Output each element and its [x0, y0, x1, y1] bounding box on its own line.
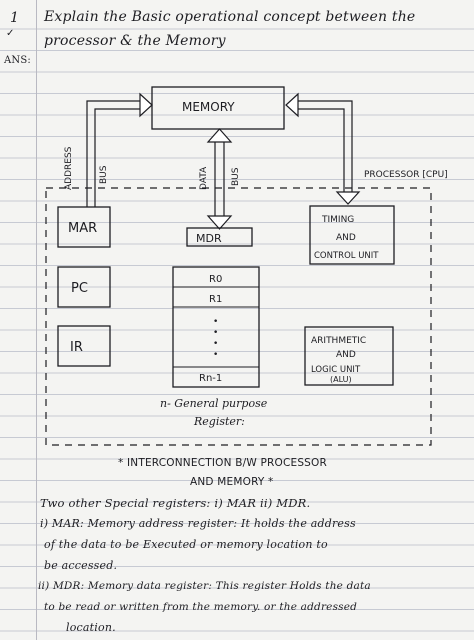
address-bus-line-a [86, 100, 140, 207]
ir-label: IR [70, 340, 83, 355]
alu-box [304, 326, 394, 386]
register-r1-label: R1 [209, 294, 222, 305]
register-dot-3: • [213, 339, 218, 349]
register-file-box [172, 266, 260, 388]
address-bus-arrowhead [139, 92, 153, 118]
notes-line-5: ii) MDR: Memory data register: This regi… [38, 580, 371, 592]
margin-line [36, 0, 37, 640]
notes-line-1: Two other Special registers: i) MAR ii) … [40, 496, 311, 510]
data-label: DATA [199, 166, 209, 190]
timing-label-line-2: AND [336, 233, 356, 243]
processor-boundary [45, 187, 432, 446]
question-text-line-2: processor & the Memory [44, 33, 226, 49]
gpr-label-line-1: n- General purpose [160, 397, 268, 410]
processor-memory-diagram: PROCESSOR [CPU] MEMORY ADDRESS BUS DATA … [45, 86, 448, 446]
pc-box [57, 266, 111, 308]
timing-control-box [309, 205, 395, 265]
data-bus-arrowhead-down [206, 215, 233, 230]
tick-mark: ✓ [6, 28, 15, 39]
notes-line-7: location. [66, 621, 116, 634]
register-rn-1-label: Rn-1 [199, 373, 222, 384]
register-r0-label: R0 [209, 274, 222, 285]
mdr-box [186, 227, 253, 247]
alu-label-line-2: AND [336, 350, 356, 360]
control-bus-arrowhead-left [285, 92, 299, 118]
bus-label-left: BUS [99, 165, 109, 184]
timing-label-line-3: CONTROL UNIT [314, 251, 379, 261]
notes-line-3: of the data to be Executed or memory loc… [44, 538, 328, 551]
gpr-label-line-2: Register: [193, 415, 245, 428]
control-bus-arrowhead-down [335, 191, 361, 205]
data-bus-arrowhead-up [206, 128, 233, 143]
register-dot-2: • [213, 328, 218, 338]
caption-line-1: * INTERCONNECTION B/W PROCESSOR [118, 457, 328, 469]
register-dot-4: • [213, 350, 218, 360]
memory-box [151, 86, 285, 130]
alu-label-line-4: (ALU) [330, 375, 352, 384]
register-dot-1: • [213, 317, 218, 327]
question-number: 1 [10, 10, 20, 26]
question-text-line-1: Explain the Basic operational concept be… [44, 9, 416, 25]
caption-line-2: AND MEMORY * [190, 476, 274, 488]
ir-box [57, 325, 111, 367]
address-bus-line-b [94, 108, 140, 207]
memory-label: MEMORY [182, 100, 235, 114]
alu-label-line-3: LOGIC UNIT [311, 365, 361, 375]
timing-label-line-1: TIMING [321, 215, 354, 225]
bus-label-mid: BUS [231, 167, 241, 186]
pc-label: PC [71, 281, 88, 296]
notes-line-4: be accessed. [44, 559, 118, 572]
address-label: ADDRESS [64, 146, 74, 190]
notes-line-2: i) MAR: Memory address register: It hold… [40, 517, 356, 530]
alu-label-line-1: ARITHMETIC [311, 336, 366, 346]
processor-label: PROCESSOR [CPU] [364, 170, 448, 180]
mar-box [57, 206, 111, 248]
answer-label: ANS: [4, 55, 31, 66]
notes-line-6: to be read or written from the memory. o… [44, 601, 358, 613]
mdr-label: MDR [196, 232, 222, 245]
mar-label: MAR [68, 221, 97, 236]
